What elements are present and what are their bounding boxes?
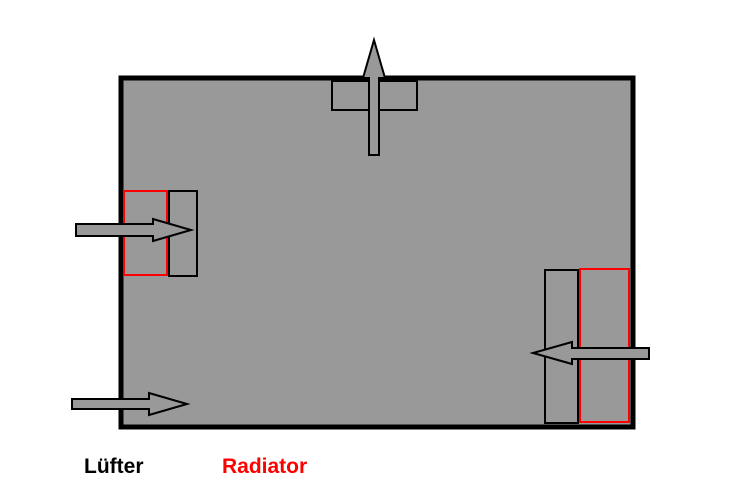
- front-upper-intake-arrow: [75, 217, 195, 243]
- front-lower-intake-arrow: [71, 391, 191, 417]
- rear-radiator: [579, 268, 630, 423]
- legend-radiator-label: Radiator: [222, 455, 308, 478]
- top-exhaust-arrow: [361, 36, 387, 156]
- legend-fan-label: Lüfter: [84, 455, 144, 478]
- rear-intake-arrow: [529, 340, 650, 366]
